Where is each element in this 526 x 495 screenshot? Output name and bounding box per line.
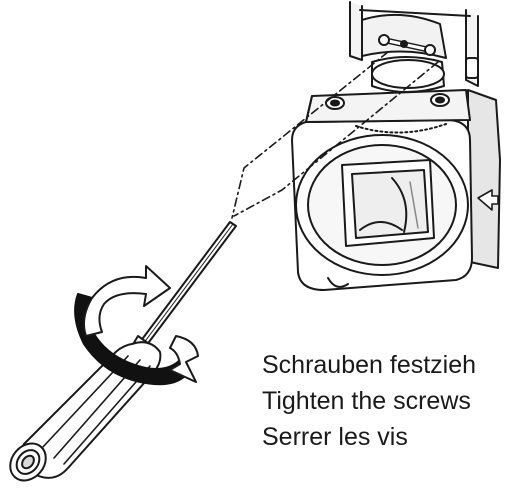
caption-german: Schrauben festzieh [262, 351, 477, 379]
filter-cube-housing [291, 1, 501, 291]
housing-screw [325, 96, 345, 110]
caption-french: Serrer les vis [262, 423, 408, 451]
housing-screw [430, 93, 450, 107]
alignment-guide [231, 51, 439, 219]
clockwise-rotation-arrow-icon [74, 265, 199, 386]
screwdriver-icon [9, 221, 237, 482]
caption-english: Tighten the screws [262, 387, 471, 415]
